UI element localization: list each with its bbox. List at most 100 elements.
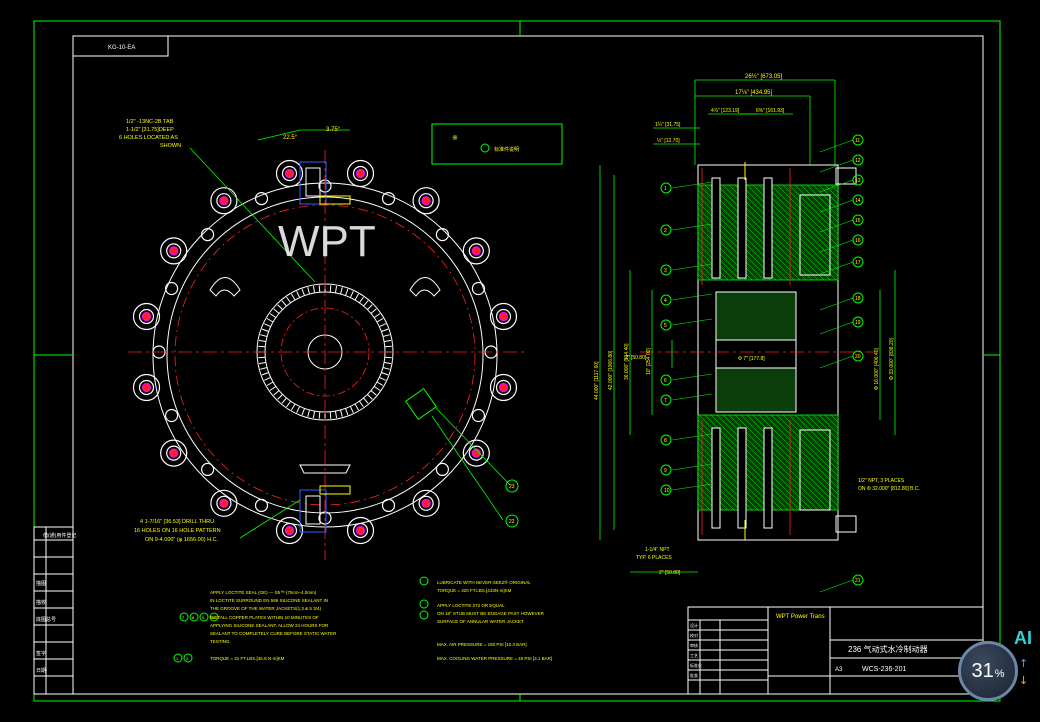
- approval-2: 校对: [690, 632, 698, 638]
- progress-badge[interactable]: 31%: [958, 641, 1018, 701]
- bolt-hole: [216, 193, 232, 209]
- revision-row-date: 日期: [36, 668, 46, 674]
- gear-tooth: [349, 291, 354, 298]
- dim-f: ½" [12.70]: [657, 137, 680, 144]
- callout-23: 23: [509, 484, 515, 490]
- bolt-head: [355, 168, 366, 179]
- gear-tooth: [296, 291, 301, 298]
- stamp-top-left: KG-10-EA: [108, 45, 135, 51]
- download-arrow-icon: ↓: [1019, 674, 1029, 687]
- angle-1: 22.5°: [283, 135, 298, 141]
- gear-tooth: [291, 293, 296, 301]
- hatch-line: [697, 213, 765, 281]
- gear-tooth: [312, 285, 316, 293]
- approval-6: 批准: [690, 672, 698, 678]
- legend-box: [431, 123, 563, 165]
- hatch-line: [824, 414, 839, 429]
- gear-tooth: [345, 288, 349, 296]
- gear-tooth: [260, 334, 268, 337]
- note-c-2: ON 18° STUB MUST BE ENGAGE PAST HOWEVER: [437, 611, 545, 616]
- hatch-line: [740, 414, 837, 511]
- note-b-1: LUBRICATE WITH NEVER-SEEZ® ORIGINAL: [437, 579, 531, 585]
- gear-tooth: [384, 345, 392, 348]
- gear-tooth: [258, 361, 266, 365]
- note-a-1: APPLY LOCTITE SEAL (GE) — S5™ (75cm–4.0m…: [210, 590, 317, 595]
- bolt-head: [471, 246, 481, 256]
- leader-line: [671, 318, 713, 326]
- hatch-line: [800, 414, 839, 453]
- gear-tooth: [281, 397, 287, 404]
- hatch-line: [740, 184, 837, 281]
- legend-text: 标准件说明: [494, 146, 519, 153]
- hatch-line: [776, 414, 839, 477]
- leader-line: [819, 199, 854, 213]
- gear-tooth: [354, 293, 359, 301]
- balloon-label: 16: [855, 238, 861, 244]
- balloon: [660, 484, 672, 496]
- balloon-label: 18: [855, 296, 861, 302]
- lug-outline: [412, 187, 440, 215]
- hatch-line: [812, 414, 839, 441]
- gear-tooth: [273, 308, 280, 314]
- dim-h1: 44.000" [1117.60]: [594, 361, 600, 400]
- gear-tooth: [376, 381, 384, 386]
- drill-note-2: 16 HOLES ON 16 HOLE PATTERN: [134, 528, 221, 534]
- gear-tooth: [307, 287, 310, 295]
- dim-overall: 26½" [673.05]: [745, 73, 782, 80]
- hatch-line: [782, 184, 839, 241]
- balloon-label: 7: [664, 398, 667, 404]
- leader-line: [819, 239, 854, 253]
- leader-line: [819, 179, 854, 193]
- gear-tooth: [296, 406, 301, 413]
- balloon-label: 10: [664, 488, 670, 494]
- gear-tooth: [363, 397, 369, 404]
- gear-tooth: [384, 339, 392, 343]
- ring-notch: [435, 228, 449, 242]
- bolt-hole: [216, 495, 232, 511]
- bolt-hole: [468, 445, 484, 461]
- gear-tooth: [382, 367, 390, 370]
- gear-tooth: [301, 288, 305, 296]
- bolt-head: [284, 168, 295, 179]
- balloon: [852, 214, 864, 226]
- leader-line: [671, 373, 713, 381]
- ring-notch: [471, 408, 485, 423]
- bolt-head: [141, 311, 152, 322]
- hatch-line: [806, 184, 839, 217]
- balloon: [852, 350, 864, 362]
- bolt-hole: [166, 445, 182, 461]
- hatch-line: [697, 273, 705, 281]
- note-d: MAX. AIR PRESSURE = 150 PSI [10.3 BAR]: [437, 642, 527, 647]
- gear-tooth: [358, 400, 364, 408]
- lug-outline: [462, 237, 490, 265]
- ring-notch: [165, 281, 179, 296]
- ref-a-2: 8: [192, 615, 195, 620]
- gear-tooth: [258, 345, 266, 348]
- bolt-hole: [166, 243, 182, 259]
- gear-tooth: [260, 367, 268, 370]
- ai-label[interactable]: AI: [1014, 628, 1032, 648]
- hatch-line: [704, 414, 801, 511]
- inner-frame: [72, 35, 984, 695]
- lug-outline: [275, 516, 304, 545]
- leader-line: [819, 261, 854, 275]
- gear-tooth: [334, 285, 338, 293]
- lug-outline: [132, 302, 161, 331]
- bolt-hole: [138, 308, 155, 325]
- hatch-line: [836, 414, 839, 417]
- balloon-label: 6: [664, 378, 667, 384]
- balloon: [852, 292, 864, 304]
- approval-5: 标准化: [690, 662, 702, 668]
- balloon-label: 2: [664, 228, 667, 234]
- balloon-label: 19: [855, 320, 861, 326]
- gear-tooth: [286, 296, 292, 304]
- dim-bolt2: ON Φ 32.000" [812.80] B.C.: [858, 486, 920, 492]
- bolt-hole: [418, 193, 434, 209]
- leader-line: [819, 355, 854, 369]
- hatch-line: [794, 184, 839, 229]
- hatch-line: [697, 443, 765, 511]
- dim-bore: Φ 7" [177.8]: [738, 356, 765, 362]
- gear-tooth: [367, 394, 373, 400]
- balloon-label: 1: [664, 186, 667, 192]
